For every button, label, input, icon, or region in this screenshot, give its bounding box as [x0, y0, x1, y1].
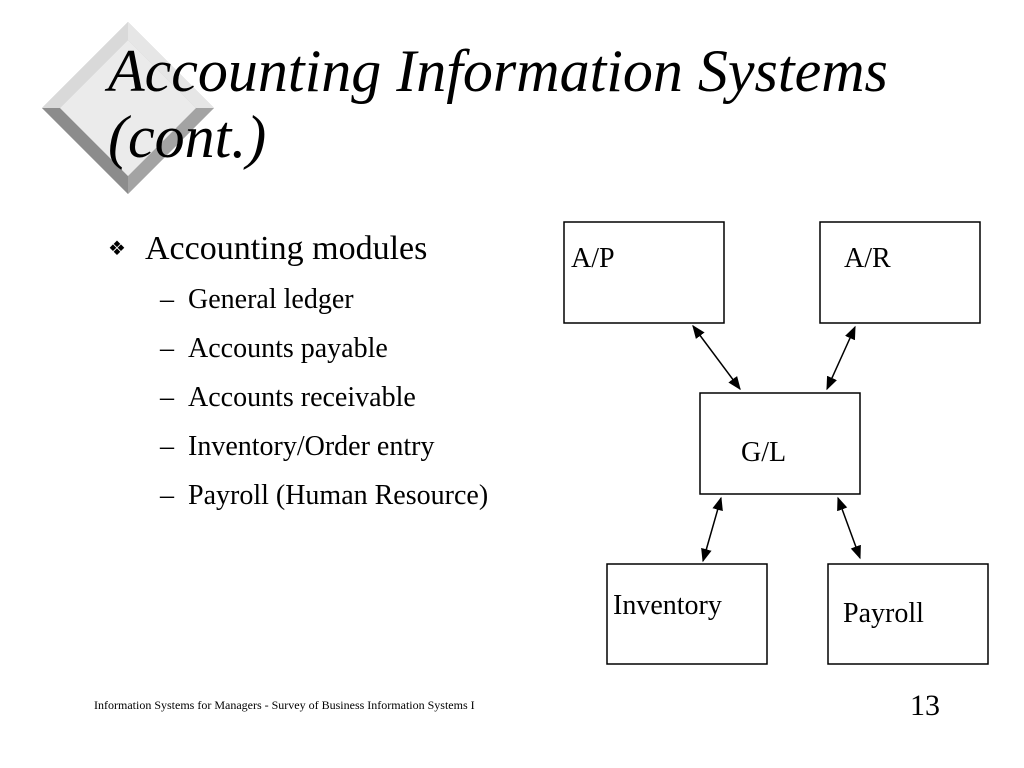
dash-marker: – — [160, 382, 174, 413]
main-bullet-text: Accounting modules — [145, 230, 428, 267]
node-payroll: Payroll — [827, 563, 989, 665]
footer-text: Information Systems for Managers - Surve… — [94, 698, 475, 712]
arrow-gl-payroll — [837, 496, 861, 560]
dash-marker: – — [160, 333, 174, 364]
page-number: 13 — [910, 689, 940, 722]
title-line-2: (cont.) — [108, 104, 267, 170]
sub-bullet-item: – General ledger — [108, 280, 558, 320]
node-gl: G/L — [699, 392, 861, 495]
slide-title: Accounting Information Systems (cont.) — [108, 38, 888, 170]
sub-bullet-text: General ledger — [188, 284, 354, 315]
sub-bullet-text: Accounts payable — [188, 333, 388, 364]
sub-bullet-text: Accounts receivable — [188, 382, 416, 413]
bullet-list: ❖ Accounting modules – General ledger – … — [108, 228, 558, 525]
arrow-ar-gl — [826, 325, 856, 391]
sub-bullet-item: – Accounts receivable — [108, 378, 558, 418]
node-ap-label: A/P — [571, 243, 615, 274]
arrow-gl-inventory — [701, 496, 723, 563]
sub-bullet-item: – Inventory/Order entry — [108, 427, 558, 467]
sub-bullet-item: – Payroll (Human Resource) — [108, 476, 558, 516]
sub-bullet-text: Payroll (Human Resource) — [188, 480, 489, 511]
node-payroll-label: Payroll — [843, 598, 924, 629]
node-inventory: Inventory — [606, 563, 768, 665]
dash-marker: – — [160, 284, 174, 315]
node-inventory-label: Inventory — [613, 590, 722, 621]
sub-bullet-text: Inventory/Order entry — [188, 431, 435, 462]
node-ar: A/R — [819, 221, 981, 324]
node-gl-label: G/L — [741, 437, 786, 468]
title-line-1: Accounting Information Systems — [108, 38, 888, 104]
main-bullet: ❖ Accounting modules — [108, 228, 558, 274]
sub-bullet-list: – General ledger – Accounts payable – Ac… — [108, 280, 558, 516]
diamond-bullet-icon: ❖ — [108, 238, 126, 260]
dash-marker: – — [160, 480, 174, 511]
decorative-diamond-icon — [0, 0, 260, 200]
node-ap: A/P — [563, 221, 725, 324]
arrow-ap-gl — [692, 324, 741, 391]
dash-marker: – — [160, 431, 174, 462]
sub-bullet-item: – Accounts payable — [108, 329, 558, 369]
node-ar-label: A/R — [844, 243, 891, 274]
